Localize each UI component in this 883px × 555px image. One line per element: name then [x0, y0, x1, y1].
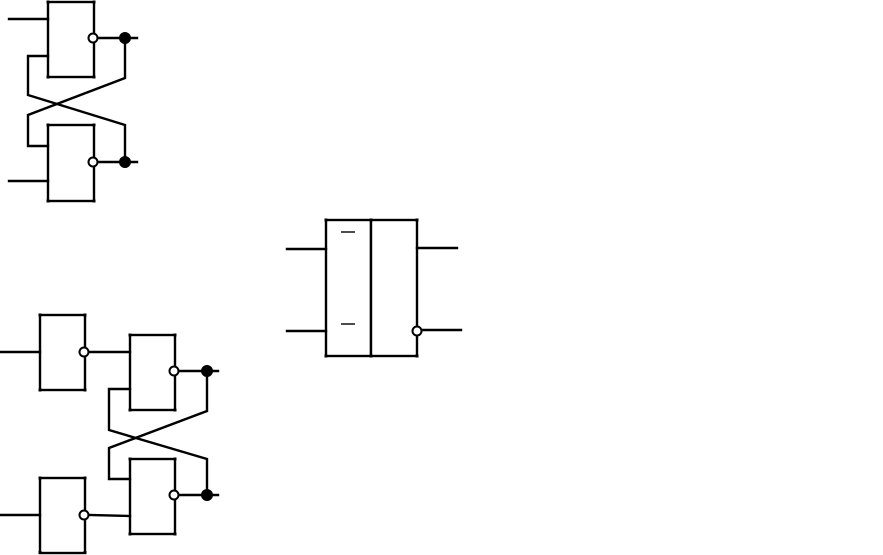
block-right-half: [369, 218, 419, 358]
inverter-bubble-icon: [411, 325, 423, 337]
gate-corner-marks: [38, 313, 177, 554]
latch-block-symbol: [285, 218, 463, 358]
junction-dot-icon: [119, 156, 131, 168]
input-gate-bottom: [38, 476, 87, 555]
latch-gate-top: [128, 333, 177, 412]
inverter-bubble-icon: [168, 365, 180, 377]
nand-gate-top: [46, 0, 96, 79]
junction-dot-icon: [201, 365, 213, 377]
block-corner-marks: [324, 218, 419, 358]
junction-dot-icon: [119, 32, 131, 44]
feedback-wire-top-to-bottom: [26, 36, 127, 148]
junction-dot-icon: [201, 489, 213, 501]
inverter-bubble-icon: [87, 32, 99, 44]
block-left-half: [324, 218, 373, 358]
sr-latch-circuit: [7, 0, 139, 203]
gate-corner-marks: [46, 0, 96, 203]
feedback-wire-top-to-bottom: [107, 369, 209, 481]
input-gate-top: [38, 313, 87, 392]
inverter-bubble-icon: [87, 156, 99, 168]
nand-gate-bottom: [46, 123, 96, 203]
inter-gate-wire-bottom: [87, 513, 132, 518]
inverter-bubble-icon: [78, 346, 90, 358]
inverter-bubble-icon: [78, 509, 90, 521]
feedback-wire-bottom-to-top: [26, 54, 127, 164]
feedback-wire-bottom-to-top: [107, 387, 209, 497]
inverter-bubble-icon: [168, 489, 180, 501]
gated-sr-latch-circuit: [0, 313, 220, 555]
latch-gate-bottom: [128, 457, 177, 536]
